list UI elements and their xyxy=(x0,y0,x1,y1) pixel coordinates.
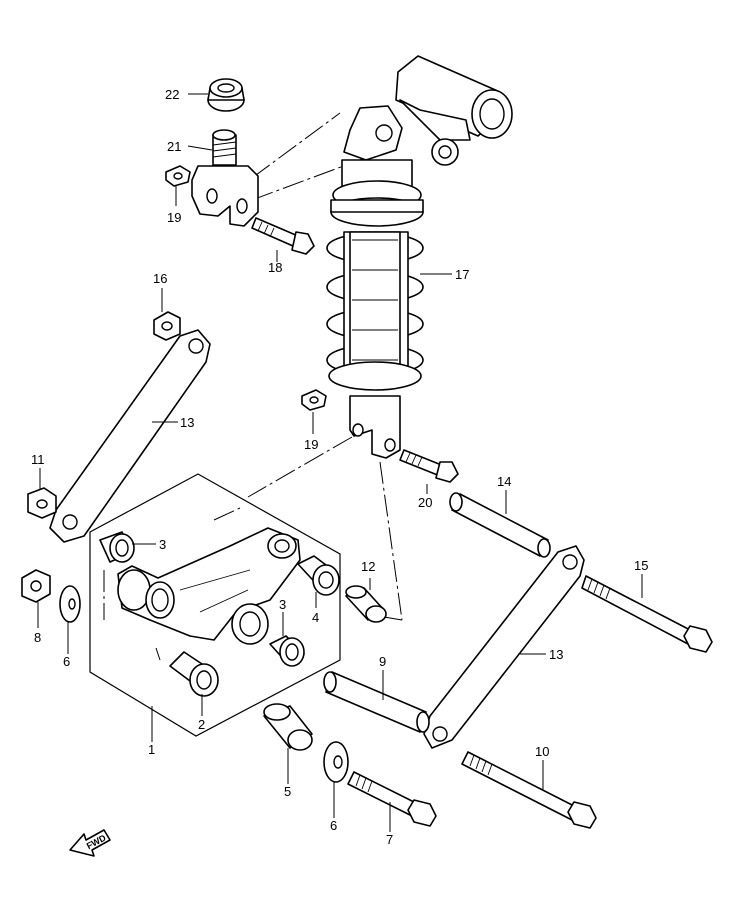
callout-11: 11 xyxy=(31,452,45,467)
callout-21: 21 xyxy=(167,139,181,154)
part-16-nut xyxy=(153,311,181,341)
callout-9: 9 xyxy=(379,654,386,669)
part-15-long-bolt xyxy=(581,575,713,653)
callout-16: 16 xyxy=(153,271,167,286)
callout-13: 13 xyxy=(549,647,563,662)
callout-13: 13 xyxy=(180,415,194,430)
callout-6: 6 xyxy=(63,654,70,669)
part-17-shock-absorber xyxy=(326,55,513,459)
part-4-bearing xyxy=(297,555,340,596)
callout-19: 19 xyxy=(304,437,318,452)
part-21-cushion-bracket xyxy=(191,129,259,227)
part-14-spacer xyxy=(449,492,551,558)
callout-14: 14 xyxy=(497,474,511,489)
assembly-lines xyxy=(247,112,403,621)
part-5-collar xyxy=(263,703,313,751)
part-6-right-washer xyxy=(323,741,349,783)
callout-10: 10 xyxy=(535,744,549,759)
part-19-upper-nut xyxy=(165,165,191,187)
part-1-assembly-box xyxy=(89,473,341,737)
leader-lines xyxy=(37,93,643,832)
callout-20: 20 xyxy=(418,495,432,510)
part-10-long-bolt xyxy=(461,751,597,829)
part-12-collar xyxy=(345,585,387,623)
callout-17: 17 xyxy=(455,267,469,282)
part-6-left-washer xyxy=(59,585,81,623)
callout-2: 2 xyxy=(198,717,205,732)
callout-18: 18 xyxy=(268,260,282,275)
part-22-flange-nut xyxy=(207,78,245,112)
callout-8: 8 xyxy=(34,630,41,645)
callout-7: 7 xyxy=(386,832,393,847)
part-1-cushion-lever xyxy=(103,507,301,661)
callout-5: 5 xyxy=(284,784,291,799)
forward-arrow-icon: FWD xyxy=(69,829,111,857)
callout-6: 6 xyxy=(330,818,337,833)
callout-1: 1 xyxy=(148,742,155,757)
part-18-bolt xyxy=(251,217,315,255)
part-8-nut xyxy=(21,569,51,603)
callout-3: 3 xyxy=(279,597,286,612)
callout-19: 19 xyxy=(167,210,181,225)
part-7-bolt xyxy=(347,771,437,827)
part-13-upper-cushion-rod xyxy=(49,329,211,543)
part-19-lower-nut xyxy=(301,389,327,411)
callout-3: 3 xyxy=(159,537,166,552)
part-20-bolt xyxy=(399,449,459,483)
callout-22: 22 xyxy=(165,87,179,102)
part-3-upper-bearing xyxy=(99,531,135,563)
callout-4: 4 xyxy=(312,610,319,625)
callout-15: 15 xyxy=(634,558,648,573)
callout-12: 12 xyxy=(361,559,375,574)
part-11-nut xyxy=(27,487,57,519)
part-9-spacer xyxy=(323,671,430,733)
part-2-bearing xyxy=(169,651,219,697)
part-3-lower-bearing xyxy=(269,635,305,667)
callout-labels: 22 21 19 18 17 16 13 19 11 20 14 3 12 15… xyxy=(31,87,648,847)
